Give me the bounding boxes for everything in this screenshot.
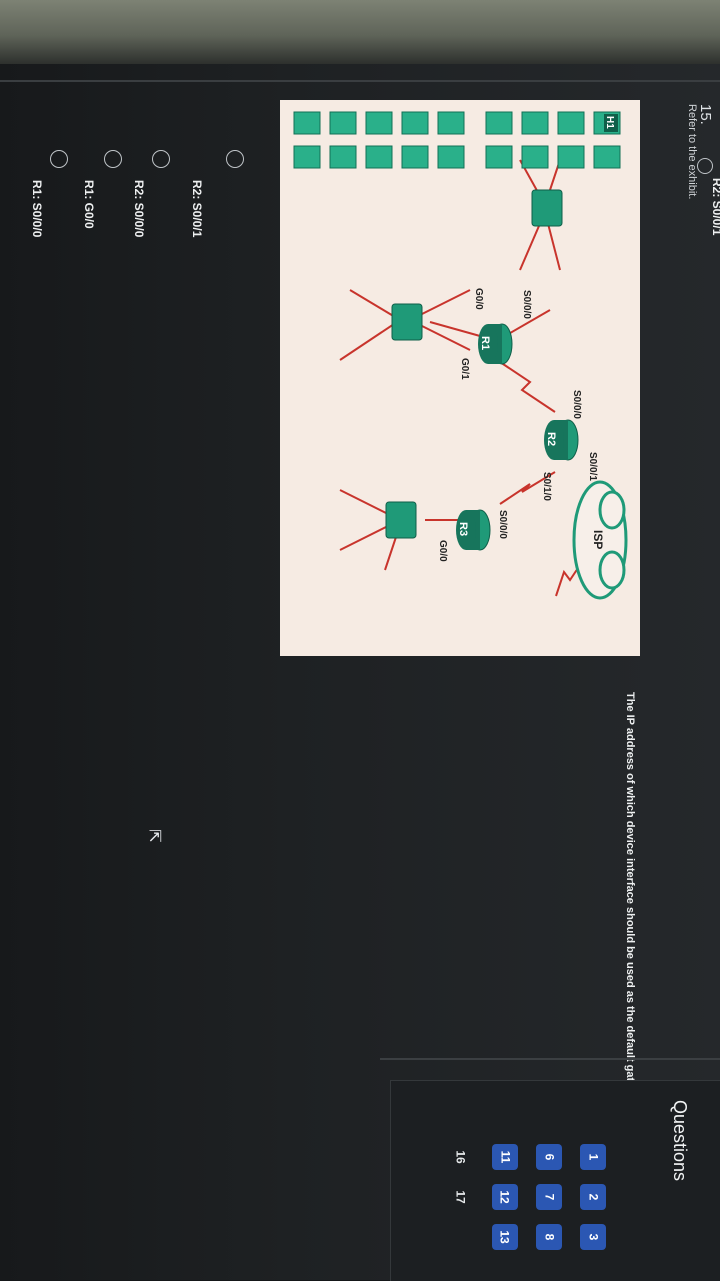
- host-icon: [557, 145, 585, 169]
- r1-s000-label: S0/0/0: [521, 290, 532, 319]
- question-button-8[interactable]: 8: [536, 1224, 562, 1250]
- question-button-11[interactable]: 11: [492, 1144, 518, 1170]
- host-icon: [365, 111, 393, 135]
- host-icon: [401, 111, 429, 135]
- r3-s000-label: S0/0/0: [497, 510, 508, 539]
- host-icon: [437, 145, 465, 169]
- host-icon: [365, 145, 393, 169]
- host-icon: [329, 111, 357, 135]
- question-button-7[interactable]: 7: [536, 1184, 562, 1210]
- monitor-bezel: [0, 0, 720, 64]
- host-icon: [485, 111, 513, 135]
- host-icon: [401, 145, 429, 169]
- host-icon: [521, 111, 549, 135]
- questions-panel-title: Questions: [670, 1100, 690, 1182]
- network-exhibit: ISP R2 R1 R: [280, 100, 640, 656]
- host-icon: [293, 145, 321, 169]
- r3-label: R3: [457, 522, 469, 536]
- isp-label: ISP: [591, 530, 605, 549]
- r1-g00-label: G0/0: [473, 288, 484, 310]
- r3-g00-label: G0/0: [437, 540, 448, 562]
- r1-g01-label: G0/1: [459, 358, 470, 380]
- panel-divider: [380, 1058, 720, 1060]
- question-button-1[interactable]: 1: [580, 1144, 606, 1170]
- host-icon: [557, 111, 585, 135]
- question-button-17[interactable]: 17: [453, 1190, 468, 1204]
- link-r2-r3: [499, 471, 556, 505]
- router-r3-icon: [456, 509, 491, 551]
- option-label-1: R2: S0/0/1: [190, 180, 204, 238]
- h1-label: H1: [604, 116, 615, 129]
- switch-3-icon: [385, 501, 417, 539]
- topology-diagram: ISP R2 R1 R: [293, 111, 628, 600]
- question-button-16[interactable]: 16: [453, 1150, 468, 1164]
- r2-s001-label: S0/0/1: [587, 452, 598, 481]
- host-icon: [329, 145, 357, 169]
- option-label-2: R2: S0/0/0: [132, 180, 146, 238]
- option-label-4: R1: S0/0/0: [30, 180, 44, 238]
- question-button-12[interactable]: 12: [492, 1184, 518, 1210]
- radio-option-4[interactable]: [50, 150, 68, 168]
- link-isp-r2: [555, 561, 583, 597]
- question-button-3[interactable]: 3: [580, 1224, 606, 1250]
- r2-label: R2: [545, 432, 557, 446]
- h1-tag: [604, 114, 618, 132]
- radio-option-3[interactable]: [104, 150, 122, 168]
- host-icon: [437, 111, 465, 135]
- host-icon: [485, 145, 513, 169]
- host-icon: [521, 145, 549, 169]
- r2-s000-label: S0/0/0: [571, 390, 582, 419]
- mouse-cursor-icon: ⇱: [145, 829, 163, 843]
- link-r1-switch2: [429, 321, 481, 337]
- host-icon: [293, 111, 321, 135]
- link-r2-r1: [499, 361, 556, 413]
- switch-1-icon: [531, 189, 563, 227]
- link-r1-switch1: [504, 309, 551, 337]
- question-button-13[interactable]: 13: [492, 1224, 518, 1250]
- router-r1-icon: [478, 323, 513, 365]
- r1-label: R1: [479, 336, 491, 350]
- option-label-3: R1: G0/0: [82, 180, 96, 229]
- radio-option-1[interactable]: [226, 150, 244, 168]
- switch-2-icon: [391, 303, 423, 341]
- r2-s010-label: S0/1/0: [541, 472, 552, 501]
- host-icon: [593, 145, 621, 169]
- router-r2-icon: [544, 419, 579, 461]
- radio-option-2[interactable]: [152, 150, 170, 168]
- screen-edge: [0, 80, 720, 82]
- switches: [385, 189, 563, 539]
- question-button-2[interactable]: 2: [580, 1184, 606, 1210]
- question-button-6[interactable]: 6: [536, 1144, 562, 1170]
- isp-cloud-icon: [572, 480, 628, 600]
